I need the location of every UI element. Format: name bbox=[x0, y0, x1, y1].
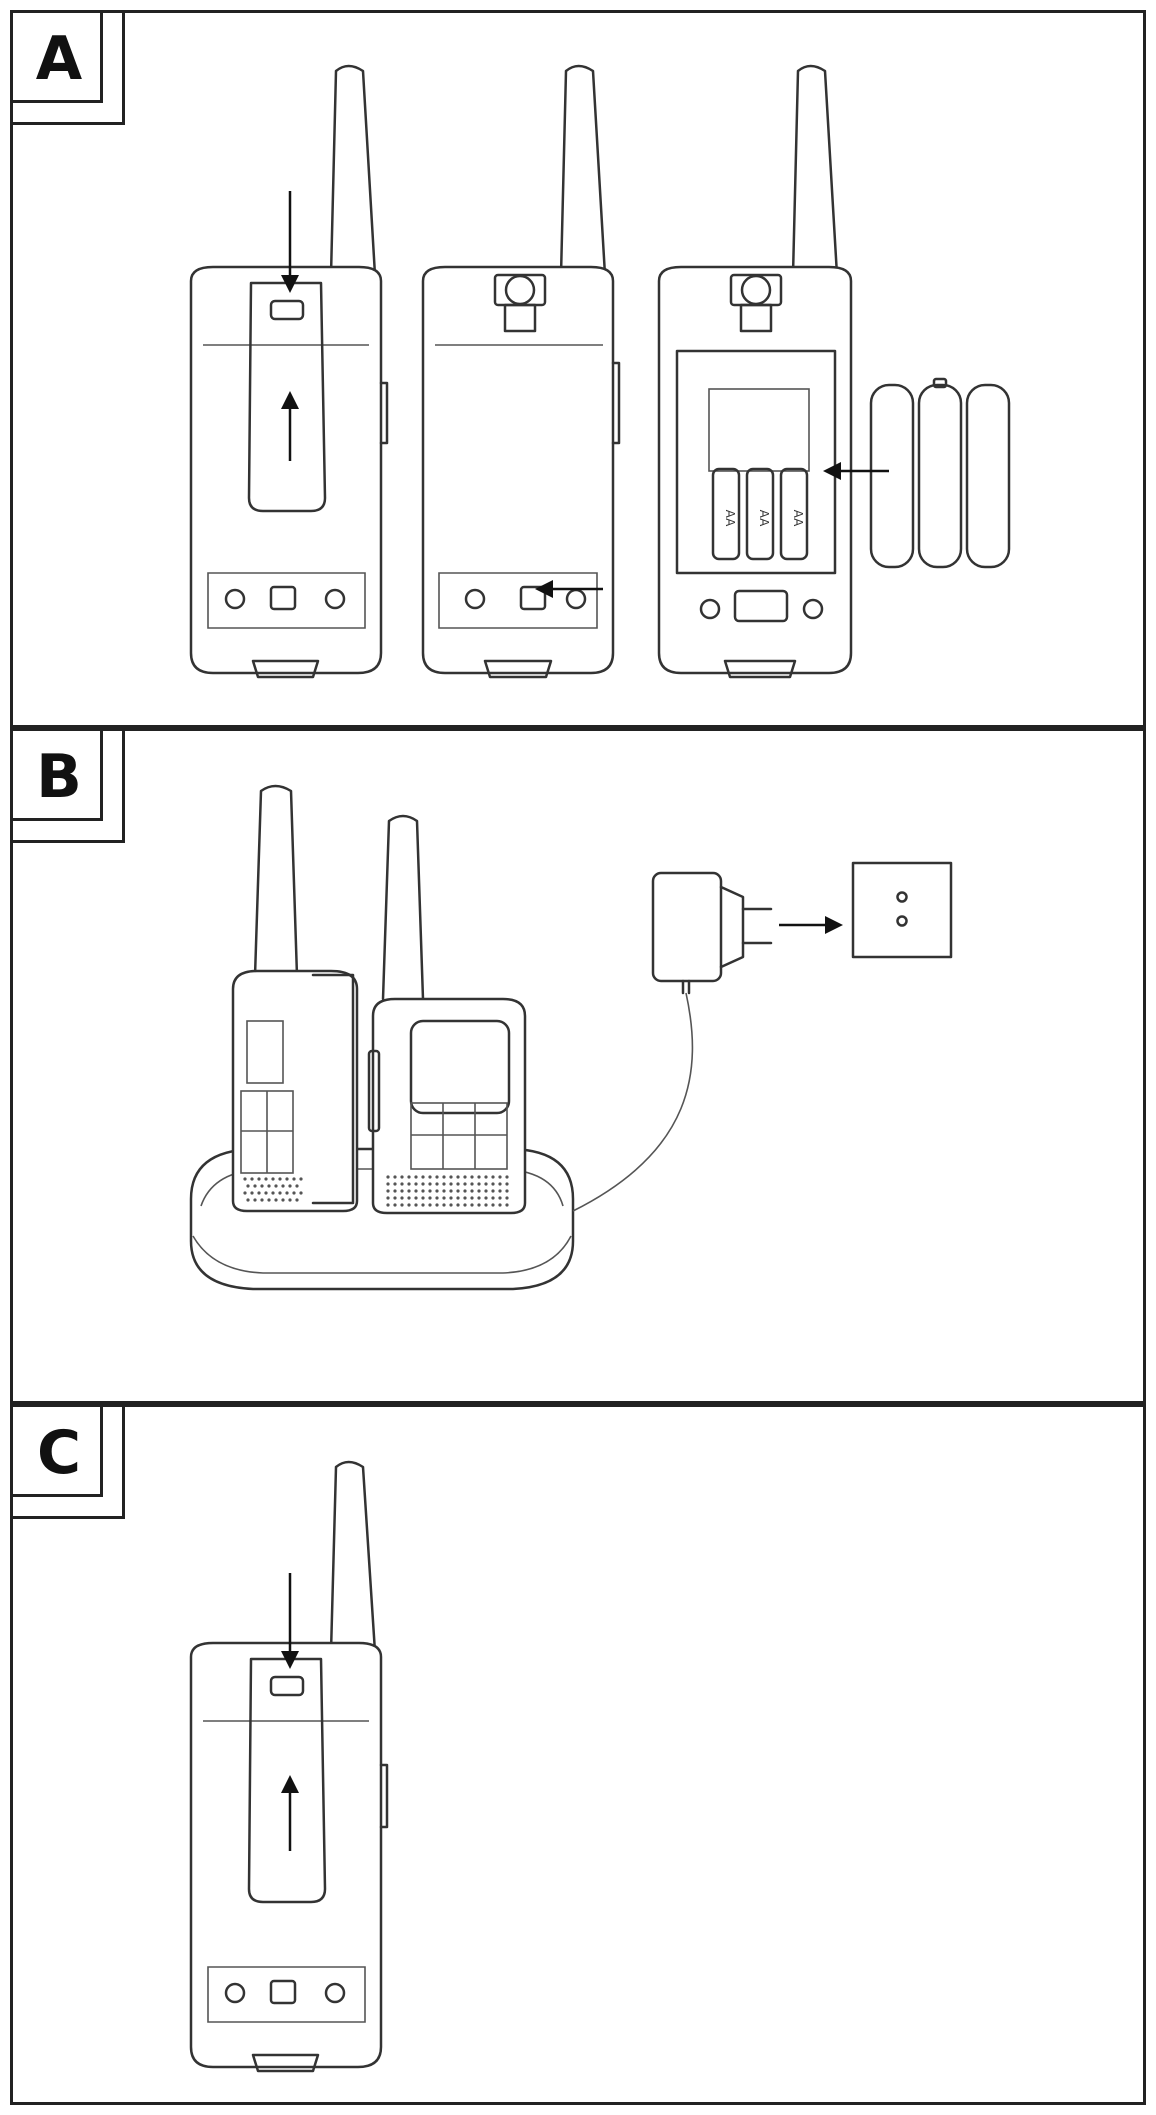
panel-a-letter: A bbox=[35, 24, 83, 94]
speaker-grill bbox=[243, 1175, 509, 1207]
panel-c-label-box: C bbox=[13, 1407, 125, 1519]
panel-c-letter: C bbox=[36, 1418, 82, 1488]
panel-a-illustration: AA AA AA bbox=[189, 64, 1011, 679]
aa-batteries bbox=[869, 377, 1011, 569]
wall-socket bbox=[851, 861, 953, 959]
panel-c-illustration bbox=[189, 1460, 389, 2073]
panel-c: C bbox=[10, 1404, 1146, 2105]
radio-in-cradle-left bbox=[231, 784, 359, 1213]
slide-arrow-up-icon bbox=[281, 1775, 299, 1851]
panel-b-label-box: B bbox=[13, 731, 125, 843]
panel-a: A bbox=[10, 10, 1146, 728]
push-arrow-down-icon bbox=[281, 191, 299, 293]
radio-back-with-clip-reattached bbox=[189, 1460, 389, 2073]
battery-label-2: AA bbox=[757, 510, 771, 528]
panel-b: B bbox=[10, 728, 1146, 1404]
slide-arrow-up-icon bbox=[281, 391, 299, 461]
radio-back-without-clip bbox=[421, 64, 621, 679]
battery-label-3: AA bbox=[791, 510, 805, 528]
battery-label-1: AA bbox=[723, 510, 737, 528]
radio-battery-compartment-open: AA AA AA bbox=[657, 64, 853, 679]
panel-b-illustration bbox=[189, 784, 953, 1291]
radio-in-cradle-right bbox=[367, 814, 527, 1215]
insert-batteries-arrow-left-icon bbox=[823, 462, 889, 480]
latch-arrow-left-icon bbox=[535, 580, 603, 598]
power-adapter bbox=[572, 871, 773, 1212]
panel-b-letter: B bbox=[36, 742, 82, 812]
panel-a-label-box: A bbox=[13, 13, 125, 125]
push-arrow-down-icon bbox=[281, 1573, 299, 1669]
plug-arrow-right-icon bbox=[779, 916, 843, 934]
radio-back-with-clip bbox=[189, 64, 389, 679]
